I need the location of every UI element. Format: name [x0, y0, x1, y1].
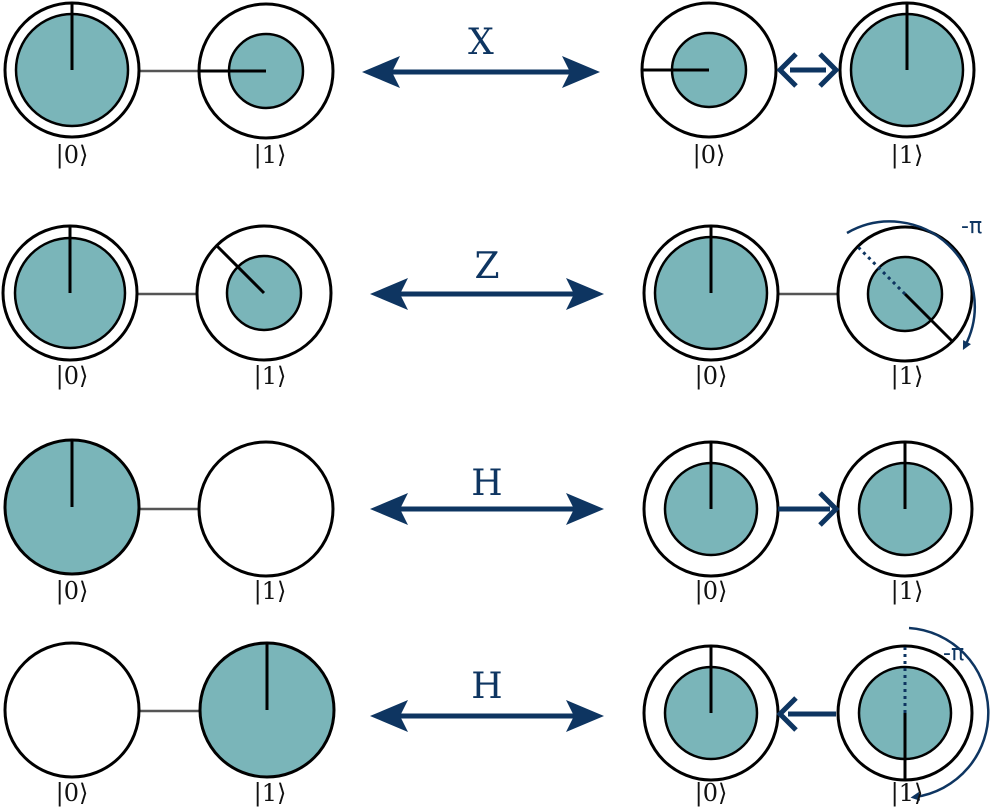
state-right-row-3: |0⟩ |1⟩	[642, 440, 974, 606]
ket-1-label: |1⟩	[891, 141, 924, 170]
gate-row-1: X	[362, 22, 600, 88]
phase-rotation-arc	[908, 626, 990, 801]
state-right-row-2: -π |0⟩ |1⟩	[642, 214, 982, 391]
gate-label: H	[471, 463, 502, 504]
gate-label: X	[468, 22, 494, 63]
transfer-arrow-head	[818, 491, 840, 527]
ket-0-label: |0⟩	[695, 577, 728, 606]
arrow-head-right	[566, 278, 604, 310]
state-left-row-4: |0⟩ |1⟩	[3, 641, 336, 808]
qubit-empty-circle	[3, 641, 141, 779]
gate-row-3: H	[370, 463, 604, 525]
ket-0-label: |0⟩	[56, 362, 89, 391]
gate-row-4: H	[370, 666, 604, 732]
arrow-head-right	[566, 700, 604, 732]
ket-0-label: |0⟩	[56, 577, 89, 606]
arrow-head-left	[370, 700, 408, 732]
state-right-row-4: -π |0⟩ |1⟩	[642, 626, 990, 808]
ket-0-label: |0⟩	[695, 362, 728, 391]
ket-1-label: |1⟩	[891, 779, 924, 808]
phase-label: -π	[943, 641, 964, 666]
arrow-head-left	[370, 278, 408, 310]
ket-0-label: |0⟩	[56, 141, 89, 170]
ket-1-label: |1⟩	[254, 577, 287, 606]
gate-label: Z	[474, 246, 499, 287]
swap-arrow-head-right	[818, 52, 840, 88]
ket-1-label: |1⟩	[254, 141, 287, 170]
state-left-row-1: |0⟩ |1⟩	[3, 1, 335, 170]
state-right-row-1: |0⟩ |1⟩	[640, 1, 976, 170]
swap-arrow-head-left	[776, 52, 798, 88]
transfer-arrow-head	[776, 696, 798, 732]
ket-1-label: |1⟩	[891, 577, 924, 606]
ket-1-label: |1⟩	[891, 362, 924, 391]
phase-rotation-arc	[846, 220, 976, 350]
ket-0-label: |0⟩	[693, 141, 726, 170]
state-left-row-3: |0⟩ |1⟩	[3, 438, 335, 606]
phase-line	[903, 292, 954, 343]
ket-0-label: |0⟩	[56, 779, 89, 808]
phase-line	[215, 244, 266, 295]
qubit-empty-circle	[197, 440, 335, 578]
gate-row-2: Z	[370, 246, 604, 310]
phase-label: -π	[961, 214, 982, 239]
ket-0-label: |0⟩	[695, 779, 728, 808]
arrow-head-right	[562, 56, 600, 88]
ket-1-label: |1⟩	[254, 362, 287, 391]
arrow-head-right	[566, 493, 604, 525]
ket-1-label: |1⟩	[254, 779, 287, 808]
state-left-row-2: |0⟩ |1⟩	[1, 224, 333, 391]
gate-label: H	[471, 666, 502, 707]
arrow-head-left	[370, 493, 408, 525]
arrow-head-left	[362, 56, 400, 88]
